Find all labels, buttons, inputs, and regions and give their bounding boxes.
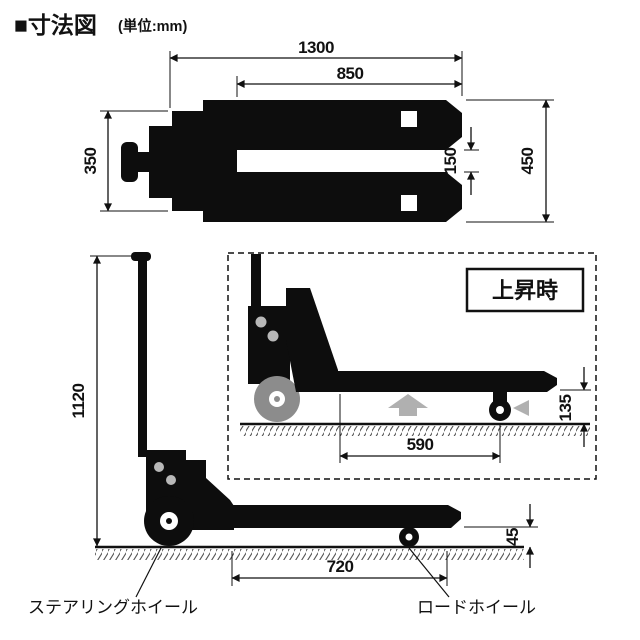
ground-hatch [95, 549, 524, 560]
inset-ground-hatch [240, 426, 590, 436]
dim-lowered-height-value: 45 [503, 528, 522, 546]
callouts: ステアリングホイール ロードホイール [28, 545, 536, 617]
steering-wheel-label: ステアリングホイール [28, 598, 198, 617]
fork-upper-roller-slot [401, 111, 417, 127]
handle-grip-top-view [121, 142, 138, 182]
fork-lower [237, 172, 462, 222]
lift-up-arrow-icon [388, 394, 428, 416]
handle-bar-side-view [138, 257, 147, 457]
side-view: 1120 720 45 [69, 252, 538, 586]
linkage-pin [154, 462, 164, 472]
dim-handle-height: 1120 [69, 255, 134, 547]
dim-body-width-value: 350 [81, 148, 100, 175]
dim-overall-length: 1300 [169, 38, 463, 108]
top-view: 1300 850 350 150 450 [81, 38, 554, 223]
load-wheel-hub [405, 533, 413, 541]
inset-linkage-pin [255, 316, 267, 328]
dim-raised-height: 135 [556, 367, 591, 447]
fork-upper [237, 100, 462, 150]
inset-steering-wheel-axle [274, 396, 280, 402]
steering-wheel-leader-line [135, 545, 163, 598]
dim-support-span-value: 590 [407, 435, 434, 454]
title: ■寸法図 (単位:mm) [14, 12, 187, 38]
carriage-top-view [203, 100, 237, 222]
pump-top-view [149, 126, 175, 198]
inset-load-wheel-link [493, 388, 507, 402]
dim-fork-length-value: 850 [337, 64, 364, 83]
dim-fork-gap: 150 [441, 127, 479, 195]
inset-handle [251, 254, 261, 310]
steering-wheel-axle [166, 518, 172, 524]
inset-load-wheel-hub [496, 406, 504, 414]
unit-label: (単位:mm) [118, 17, 187, 35]
dim-fork-gap-value: 150 [441, 148, 460, 175]
carriage-side-view [184, 460, 234, 530]
fork-side-view [230, 505, 461, 528]
inset-pump [248, 306, 290, 384]
dim-fork-length: 850 [236, 64, 463, 97]
inset-fork-raised [334, 371, 557, 392]
dim-overall-length-value: 1300 [298, 38, 334, 57]
linkage-pin [166, 475, 176, 485]
dim-raised-height-value: 135 [556, 395, 575, 422]
dim-overall-width: 450 [466, 99, 554, 223]
page-title: ■寸法図 [14, 12, 97, 38]
fork-lower-roller-slot [401, 195, 417, 211]
inset-border [227, 252, 597, 480]
inset-linkage-pin [267, 330, 279, 342]
dim-handle-height-value: 1120 [69, 384, 88, 419]
dim-body-width: 350 [81, 110, 168, 212]
inset-title-box [465, 267, 585, 313]
body-mid-top-view [172, 111, 205, 211]
dim-support-span: 590 [339, 394, 501, 463]
dim-lowered-height: 45 [464, 504, 538, 568]
dim-wheel-span: 720 [231, 551, 448, 586]
dim-wheel-span-value: 720 [327, 557, 354, 576]
dim-overall-width-value: 450 [518, 148, 537, 175]
load-wheel-leader-line [408, 547, 450, 598]
raised-state-inset: 上昇時 590 135 [227, 252, 597, 480]
inset-title: 上昇時 [492, 278, 558, 303]
wheel-direction-arrow-icon [513, 400, 529, 416]
load-wheel-label: ロードホイール [417, 598, 536, 617]
inset-carriage [286, 288, 338, 392]
